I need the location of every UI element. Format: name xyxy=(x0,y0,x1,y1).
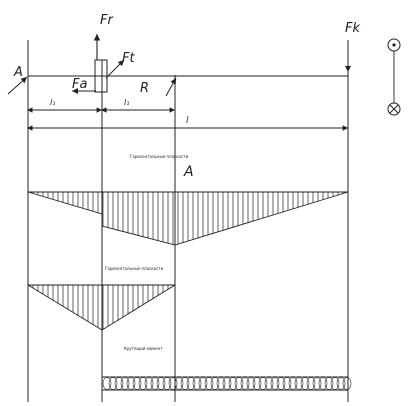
label-l1-left: l₁ xyxy=(50,98,55,107)
moment-diagram-1-hatching xyxy=(32,192,344,245)
torque-coil xyxy=(114,377,124,390)
cross-in-circle-icon xyxy=(387,102,401,116)
torque-coil xyxy=(162,377,172,390)
torque-coil xyxy=(210,377,220,390)
torque-coil xyxy=(126,377,136,390)
torque-coil xyxy=(108,377,118,390)
reaction-a-left: A xyxy=(7,65,28,95)
label-a-left: A xyxy=(13,65,23,80)
label-ft: Ft xyxy=(122,51,135,66)
label-fa: Fa xyxy=(72,77,87,92)
caption-horizontal-moments: Горизонтальные плоскости xyxy=(105,266,164,271)
torque-diagram-hatching xyxy=(102,377,352,390)
torque-coil xyxy=(168,377,178,390)
label-fr: Fr xyxy=(100,13,114,28)
torque-coil xyxy=(252,377,262,390)
moment-diagram-2-hatching xyxy=(32,285,174,330)
force-fk: Fk xyxy=(345,21,360,72)
caption-vertical-moments: Горизонтальные плоскости xyxy=(130,154,189,159)
reaction-r: R xyxy=(140,77,177,97)
caption-torque: Крутящий момент xyxy=(124,346,163,351)
dot-in-circle-icon xyxy=(387,38,401,52)
torque-coil xyxy=(324,377,334,390)
torque-coil xyxy=(228,377,238,390)
label-r: R xyxy=(140,81,149,96)
torque-coil xyxy=(258,377,268,390)
torque-coil xyxy=(186,377,196,390)
label-l: l xyxy=(186,116,189,126)
torque-coil xyxy=(198,377,208,390)
torque-coil xyxy=(264,377,274,390)
torque-coil xyxy=(222,377,232,390)
torque-coil xyxy=(144,377,154,390)
torque-coil xyxy=(342,377,352,390)
torque-coil xyxy=(132,377,142,390)
torque-coil xyxy=(240,377,250,390)
torque-coil xyxy=(216,377,226,390)
torque-coil xyxy=(294,377,304,390)
torque-coil xyxy=(102,377,112,390)
label-a-mid: A xyxy=(183,164,194,180)
torque-coil xyxy=(192,377,202,390)
force-fa: Fa xyxy=(72,77,96,94)
torque-coil xyxy=(150,377,160,390)
label-fk: Fk xyxy=(345,21,360,36)
torque-coil xyxy=(282,377,292,390)
torque-coil xyxy=(288,377,298,390)
torque-coil xyxy=(120,377,130,390)
torque-coil xyxy=(270,377,280,390)
torque-coil xyxy=(180,377,190,390)
torque-coil xyxy=(330,377,340,390)
torque-coil xyxy=(246,377,256,390)
torque-coil xyxy=(318,377,328,390)
torque-diagram xyxy=(102,376,348,391)
gear-body xyxy=(94,59,108,93)
force-ft: Ft xyxy=(105,51,135,79)
label-l1-right: l₁ xyxy=(124,98,129,107)
torque-coil xyxy=(300,377,310,390)
force-fr: Fr xyxy=(93,13,114,60)
torque-coil xyxy=(306,377,316,390)
torque-coil xyxy=(156,377,166,390)
torque-coil xyxy=(276,377,286,390)
torque-coil xyxy=(312,377,322,390)
torque-coil xyxy=(138,377,148,390)
torque-coil xyxy=(174,377,184,390)
torque-coil xyxy=(204,377,214,390)
torque-coil xyxy=(234,377,244,390)
torque-coil xyxy=(336,377,346,390)
